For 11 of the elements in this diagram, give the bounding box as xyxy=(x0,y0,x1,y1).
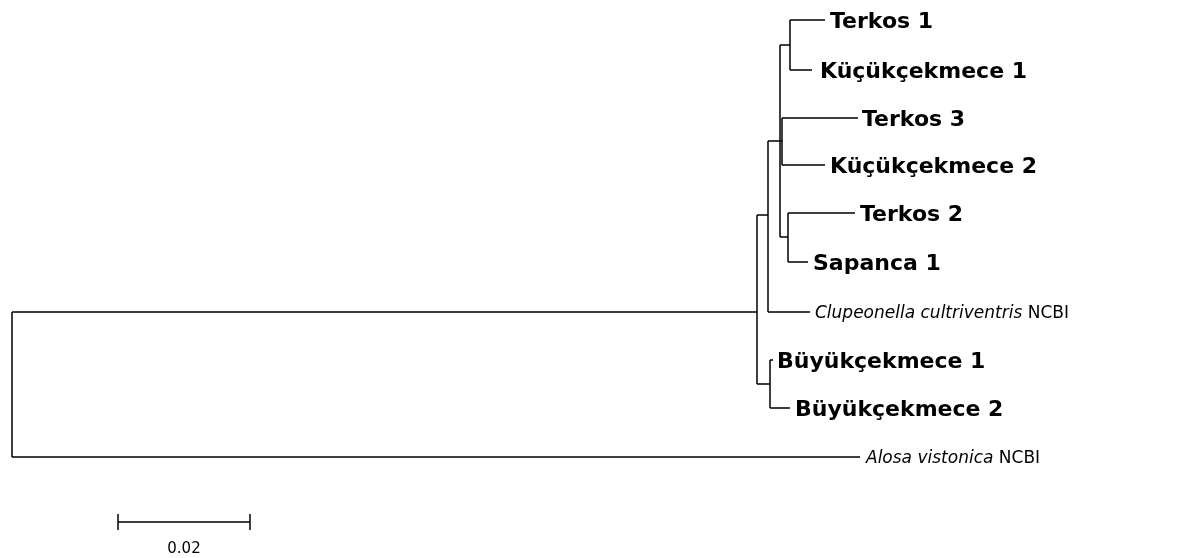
taxon-label: Sapanca 1 xyxy=(813,249,941,275)
taxon-label: Alosa vistonica NCBI xyxy=(866,447,1041,467)
taxon-label: Büyükçekmece 2 xyxy=(795,395,1004,421)
scale-label: 0.02 xyxy=(167,539,201,557)
taxon-label: Küçükçekmece 1 xyxy=(820,57,1028,83)
taxon-label: Büyükçekmece 1 xyxy=(777,347,986,373)
taxon-label: Terkos 3 xyxy=(862,105,966,131)
taxon-label: Terkos 2 xyxy=(860,200,964,226)
taxon-label: Terkos 1 xyxy=(830,7,934,33)
taxon-label: Clupeonella cultriventris NCBI xyxy=(815,302,1069,322)
taxon-label: Küçükçekmece 2 xyxy=(830,152,1038,178)
